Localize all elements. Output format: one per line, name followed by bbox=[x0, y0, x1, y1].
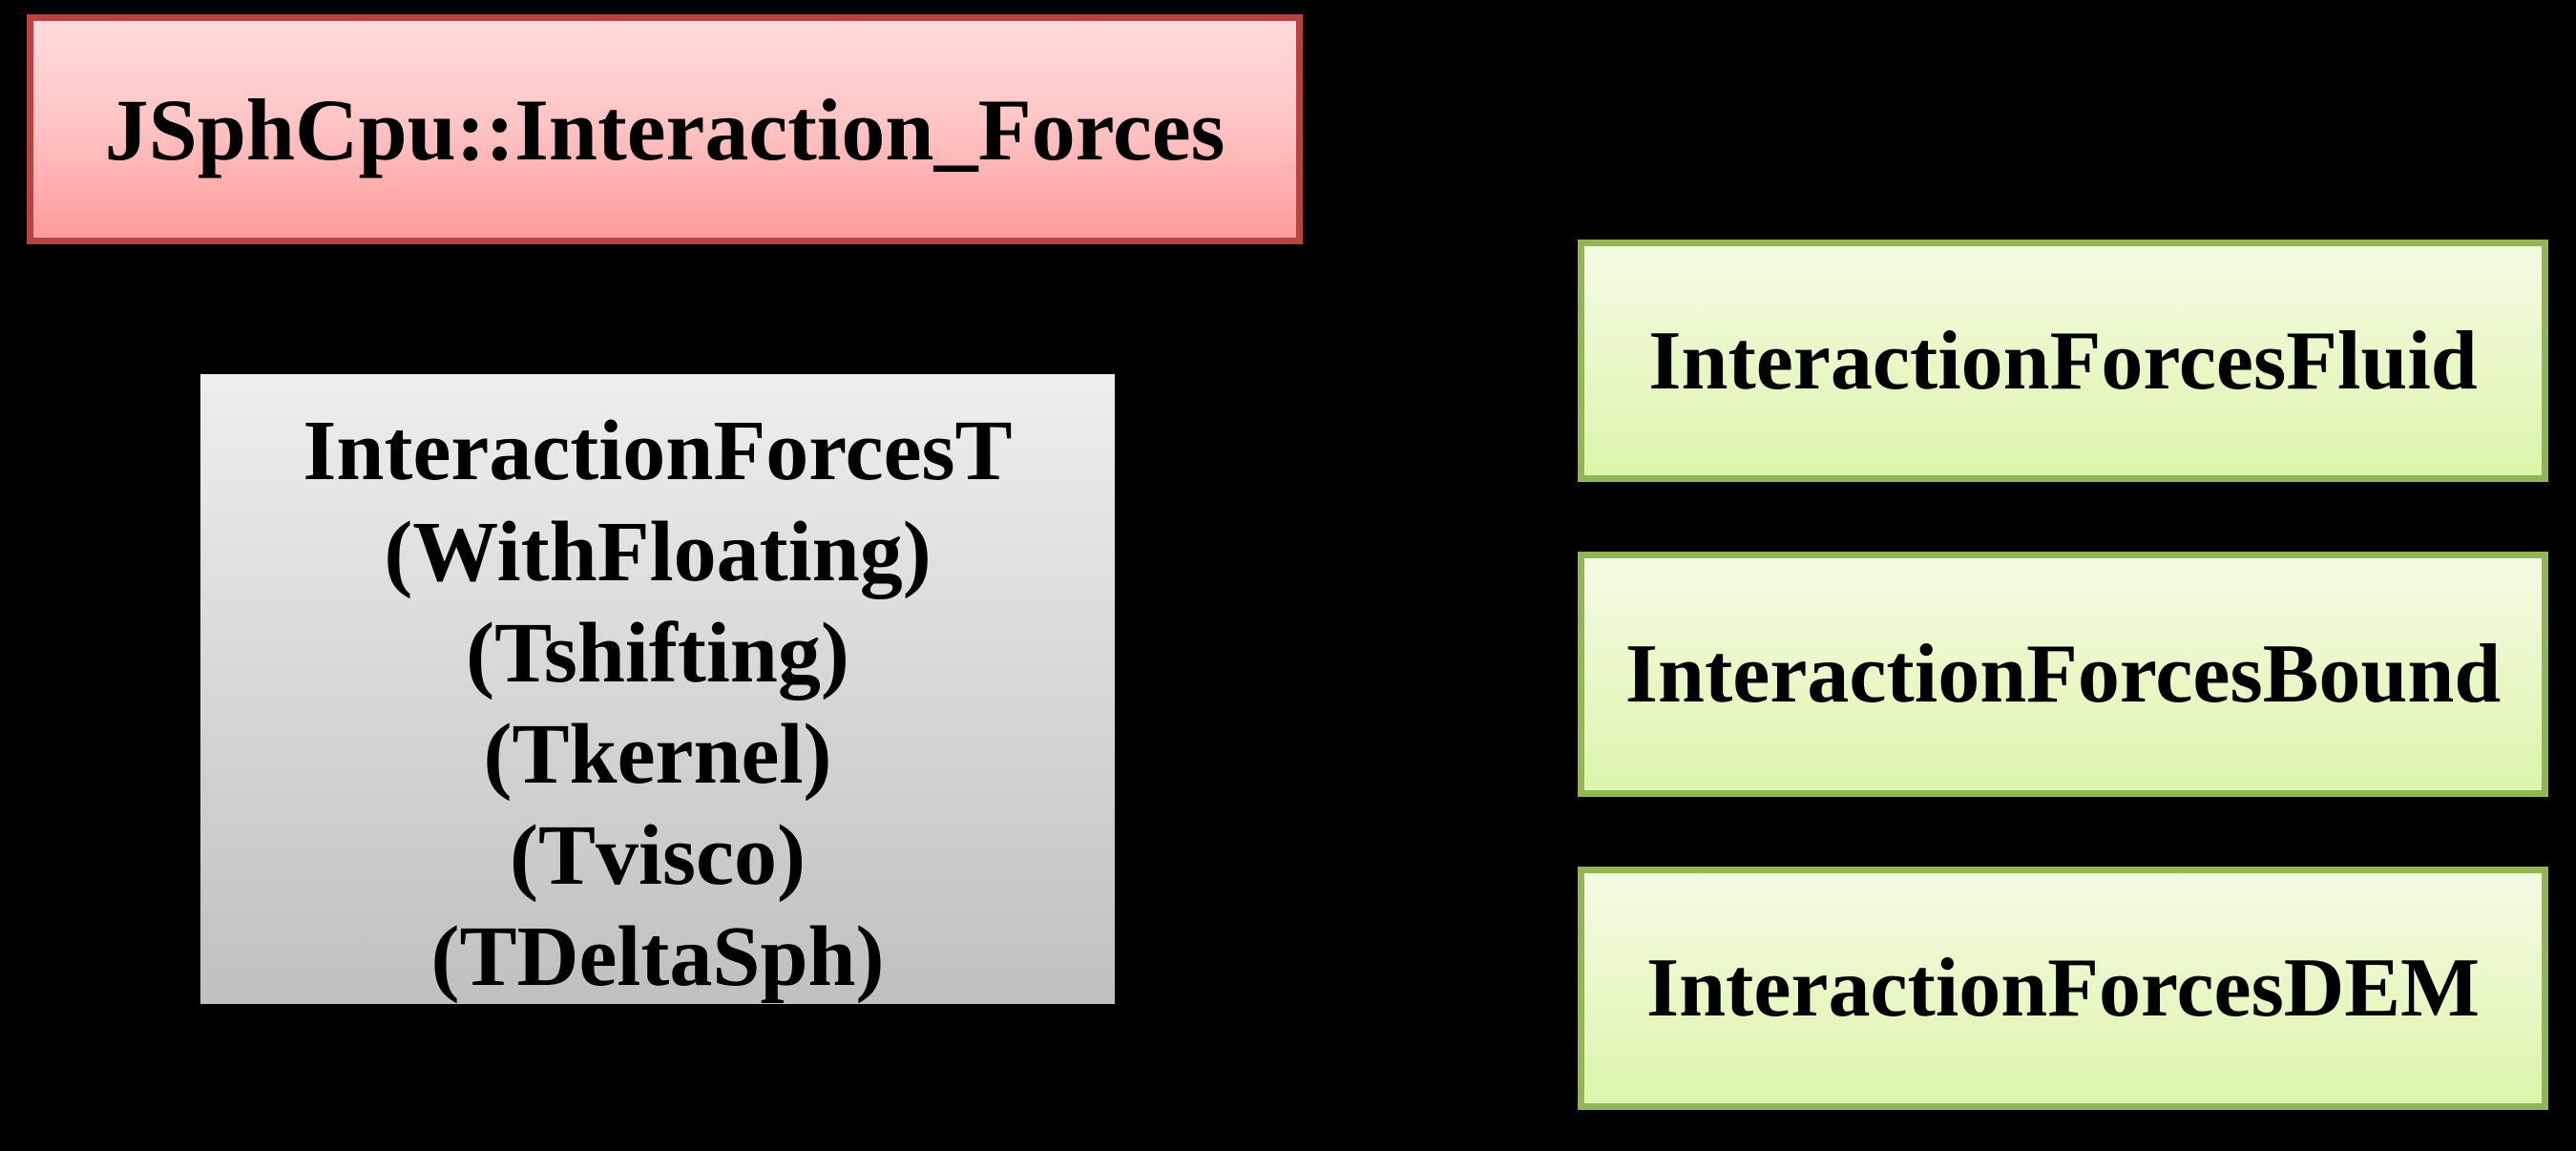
child-box-dem-label: InteractionForcesDEM bbox=[1645, 942, 2481, 1035]
arrowhead-right-icon bbox=[1561, 975, 1588, 1002]
child-box-dem: InteractionForcesDEM bbox=[1578, 867, 2548, 1110]
child-box-bound: InteractionForcesBound bbox=[1578, 552, 2548, 797]
template-param: (Tshifting) bbox=[466, 606, 849, 701]
edge-template-to-children bbox=[1115, 359, 1563, 991]
template-param: (Tvisco) bbox=[510, 808, 806, 903]
template-function-box: InteractionForcesT (WithFloating) (Tshif… bbox=[200, 374, 1115, 1004]
root-function-label: JSphCpu::Interaction_Forces bbox=[104, 80, 1225, 178]
child-box-fluid: InteractionForcesFluid bbox=[1578, 240, 2548, 482]
child-box-fluid-label: InteractionForcesFluid bbox=[1648, 314, 2478, 408]
template-param: (WithFloating) bbox=[384, 505, 932, 599]
child-box-bound-label: InteractionForcesBound bbox=[1624, 628, 2502, 721]
template-param: (Tkernel) bbox=[483, 707, 832, 802]
template-title: InteractionForcesT bbox=[303, 404, 1013, 498]
arrowhead-down-icon bbox=[652, 357, 679, 372]
arrowhead-right-icon bbox=[1561, 660, 1588, 687]
arrowhead-right-icon bbox=[1561, 347, 1588, 374]
template-param: (TDeltaSph) bbox=[430, 910, 885, 1004]
root-function-box: JSphCpu::Interaction_Forces bbox=[27, 14, 1303, 244]
